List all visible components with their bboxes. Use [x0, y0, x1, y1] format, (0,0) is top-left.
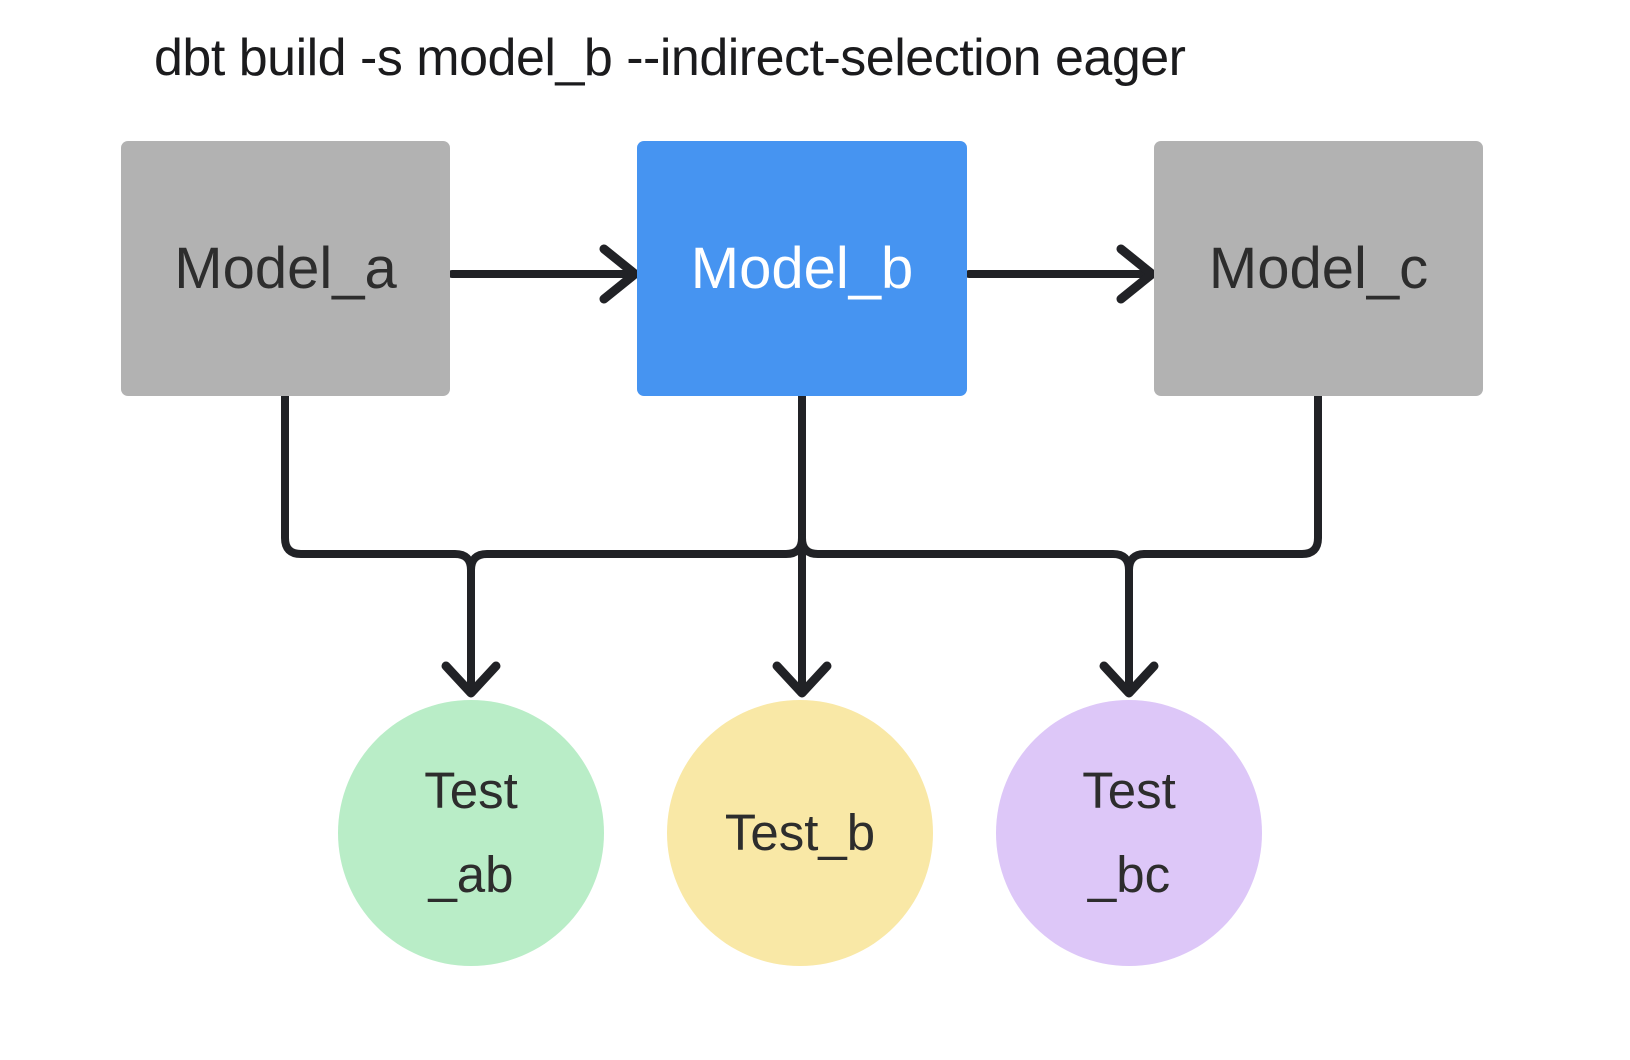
node-label: Model_a — [174, 236, 397, 301]
edge-model-b-to-test-ab — [467, 534, 806, 574]
node-test-b: Test_b — [667, 700, 933, 966]
node-label: Test_b — [724, 804, 876, 862]
edge-model-b-to-test-bc — [798, 534, 1133, 574]
node-label-line1: Test — [424, 762, 518, 820]
edge-line — [1125, 392, 1322, 692]
node-model-a: Model_a — [121, 141, 450, 396]
diagram-title: dbt build -s model_b --indirect-selectio… — [154, 29, 1186, 87]
edge-model-c-to-test-bc — [1125, 392, 1322, 692]
arrowhead-down-icon — [441, 661, 501, 698]
node-label: Model_b — [690, 236, 914, 301]
arrowhead-down-icon — [772, 661, 832, 698]
arrowhead-down-icon — [1099, 661, 1159, 698]
node-label-line1: Test — [1082, 762, 1176, 820]
edge-line — [281, 392, 475, 692]
node-model-c: Model_c — [1154, 141, 1483, 396]
arrowhead-right-icon — [599, 244, 640, 304]
edge-model-b-to-model-c — [965, 244, 1157, 304]
node-label-line2: _bc — [1087, 846, 1171, 903]
node-label: Test _bc — [1082, 749, 1176, 916]
node-test-ab: Test _ab — [338, 700, 604, 966]
edge-line — [798, 534, 1133, 574]
node-model-b: Model_b — [637, 141, 967, 396]
arrowhead-right-icon — [1116, 244, 1157, 304]
node-label-line2: _ab — [428, 846, 514, 903]
edge-model-a-to-model-b — [448, 244, 640, 304]
node-label: Model_c — [1208, 236, 1429, 301]
node-test-bc: Test _bc — [996, 700, 1262, 966]
edge-line — [467, 534, 806, 574]
edge-model-a-to-test-ab — [281, 392, 475, 692]
node-label: Test _ab — [424, 749, 518, 916]
